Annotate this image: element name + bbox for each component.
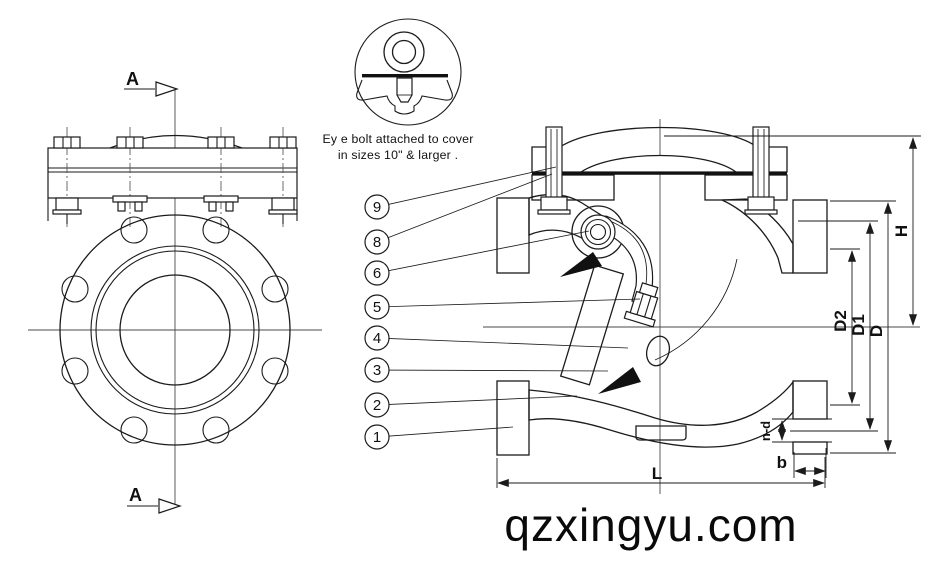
leader-8 bbox=[376, 173, 553, 243]
outlet-flange-upper bbox=[792, 199, 828, 274]
bottom-body-wall bbox=[528, 380, 794, 448]
leader-1 bbox=[376, 426, 514, 438]
svg-text:8: 8 bbox=[373, 234, 381, 251]
disc-swing-arc bbox=[654, 258, 738, 361]
eye-bolt-ring-outer bbox=[383, 31, 425, 73]
seat-ring-lower bbox=[598, 367, 641, 394]
dim-h: H bbox=[664, 135, 921, 326]
eye-bolt-shank bbox=[396, 77, 413, 103]
dim-label-l: L bbox=[652, 464, 662, 483]
cover-stud-right bbox=[744, 126, 778, 215]
bonnet bbox=[47, 134, 298, 221]
leader-5 bbox=[376, 298, 641, 308]
flange-outer-circle bbox=[59, 214, 291, 446]
cover bbox=[531, 126, 788, 173]
bolt-head bbox=[53, 136, 297, 149]
bore-circle bbox=[119, 274, 231, 386]
callouts: 9 8 6 5 4 3 2 1 bbox=[364, 166, 641, 450]
section-arrow-bottom bbox=[158, 498, 182, 514]
leader-9 bbox=[376, 166, 557, 208]
dim-label-nd: n-d bbox=[758, 421, 773, 441]
callout-8: 8 bbox=[364, 229, 390, 255]
dim-label-b: b bbox=[777, 453, 787, 472]
disc bbox=[559, 264, 625, 386]
note-line-2: in sizes 10" & larger . bbox=[338, 148, 458, 162]
callout-9: 9 bbox=[364, 194, 390, 220]
section-marker-bottom: A bbox=[127, 485, 182, 514]
detail-view: Ey e bolt attached to cover in sizes 10"… bbox=[323, 18, 474, 162]
note-line-1: Ey e bolt attached to cover bbox=[323, 132, 474, 146]
front-view: A A bbox=[28, 69, 322, 514]
eye-bolt-ring-inner bbox=[391, 39, 417, 65]
raised-face-outer bbox=[90, 245, 260, 415]
disc-nut bbox=[623, 282, 659, 328]
section-arrow-top bbox=[155, 81, 179, 97]
svg-text:9: 9 bbox=[373, 199, 381, 216]
leader-6 bbox=[376, 230, 590, 274]
seat-ring-upper bbox=[560, 252, 602, 277]
dimensions: H D D1 D2 n-d bbox=[496, 135, 921, 488]
svg-text:6: 6 bbox=[373, 265, 381, 282]
cover-profile bbox=[356, 79, 453, 115]
dim-label-h: H bbox=[892, 225, 911, 237]
dim-nd: n-d bbox=[758, 418, 832, 443]
svg-text:4: 4 bbox=[373, 330, 381, 347]
inlet-flange-lower bbox=[496, 380, 530, 456]
leader-3 bbox=[376, 369, 609, 372]
outlet-flange-lower-a bbox=[792, 380, 828, 420]
leader-4 bbox=[376, 337, 629, 349]
cover-surface-bar bbox=[362, 74, 448, 78]
leader-2 bbox=[376, 395, 578, 406]
cover-stud-left bbox=[537, 126, 571, 215]
watermark-text: qzxingyu.com bbox=[504, 499, 797, 551]
callout-4: 4 bbox=[364, 325, 390, 351]
svg-text:2: 2 bbox=[373, 397, 381, 414]
section-label-a-top: A bbox=[126, 69, 139, 89]
flange-face bbox=[59, 214, 291, 446]
eye-bolt bbox=[356, 31, 453, 115]
callout-1: 1 bbox=[364, 424, 390, 450]
svg-text:1: 1 bbox=[373, 429, 381, 446]
outlet-flange-lower-b bbox=[792, 441, 828, 455]
svg-text:5: 5 bbox=[373, 299, 381, 316]
detail-circle bbox=[354, 18, 462, 126]
section-view bbox=[483, 119, 920, 494]
dim-b: b bbox=[777, 448, 827, 478]
bolt-holes bbox=[61, 216, 289, 444]
raised-face-inner bbox=[95, 250, 255, 410]
hinge-pin bbox=[580, 214, 616, 250]
cover-cavity bbox=[578, 154, 738, 173]
section-label-a-bottom: A bbox=[129, 485, 142, 505]
svg-text:3: 3 bbox=[373, 362, 381, 379]
body-foot bbox=[635, 425, 687, 441]
inlet-flange-upper bbox=[496, 197, 530, 274]
body-top-flange-right bbox=[704, 174, 788, 201]
callout-5: 5 bbox=[364, 294, 390, 320]
callout-6: 6 bbox=[364, 260, 390, 286]
bonnet-bolts bbox=[52, 127, 298, 228]
dim-d2: D2 bbox=[830, 248, 860, 406]
callout-2: 2 bbox=[364, 392, 390, 418]
dim-label-d2: D2 bbox=[831, 310, 850, 332]
valve-body bbox=[496, 193, 828, 456]
section-marker-top: A bbox=[124, 69, 179, 97]
body-top-flange-left bbox=[531, 174, 615, 201]
bolt-nut bbox=[52, 195, 298, 224]
callout-3: 3 bbox=[364, 357, 390, 383]
disc-hub bbox=[645, 335, 671, 367]
dim-l: L bbox=[496, 457, 826, 488]
